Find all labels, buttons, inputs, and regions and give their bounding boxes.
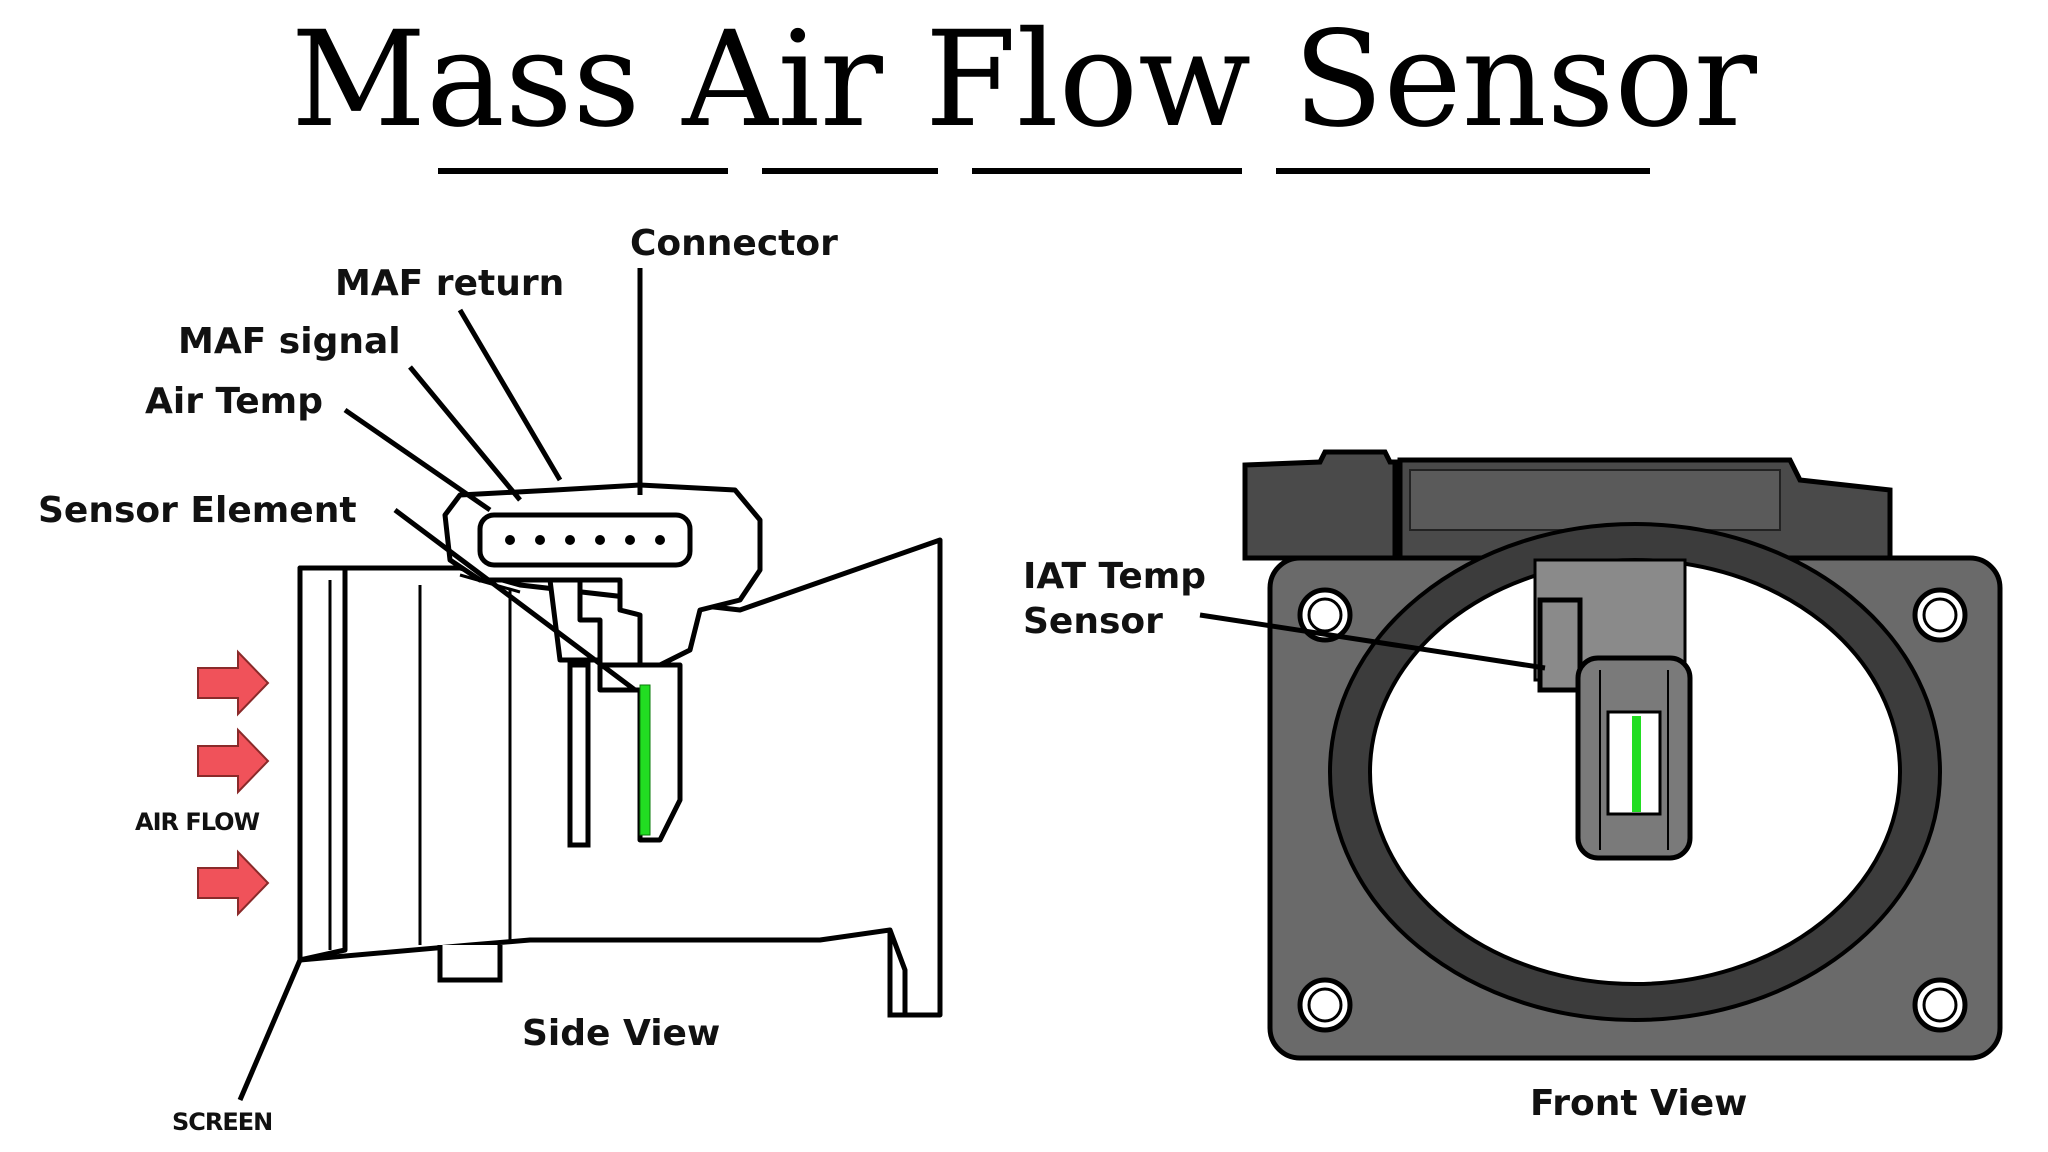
connector-pins [505,535,665,545]
label-iat-line2: Sensor [1023,601,1163,642]
sensor-element-strip [639,684,651,836]
label-maf-return: MAF return [335,263,564,304]
title-underlines [438,168,1650,174]
air-flow-arrow-2 [197,727,270,795]
maf-signal-leader [408,365,522,502]
connector-plug [477,512,693,568]
iat-leader [1199,612,1546,671]
label-maf-signal: MAF signal [178,321,401,362]
label-screen: SCREEN [172,1108,272,1136]
front-view: IAT Temp Sensor Front View [1023,449,2003,1124]
air-flow-arrow-3 [197,849,270,917]
page-title: Mass Air Flow Sensor [291,3,1758,157]
inlet-ring [297,565,348,963]
probe-left-leg [567,662,591,848]
air-flow-arrow-1 [197,649,270,717]
caption-front-view: Front View [1530,1083,1747,1124]
iat-sensor-body [1537,597,1583,693]
label-sensor-element: Sensor Element [38,490,357,531]
front-sensor-element [1632,716,1641,812]
bolt-holes [1297,587,1968,1033]
maf-return-leader [457,308,563,482]
label-air-temp: Air Temp [145,381,323,422]
sensor-element-leader [393,508,637,692]
caption-side-view: Side View [522,1013,720,1054]
air-flow-arrows [197,649,270,917]
label-iat-line1: IAT Temp [1023,556,1206,597]
screen-leader [237,959,303,1101]
side-view: Connector MAF return MAF signal Air Temp… [38,223,943,1136]
label-connector: Connector [630,223,838,264]
label-air-flow: AIR FLOW [135,808,260,836]
air-temp-leader [343,407,492,513]
front-connector [1242,449,1398,561]
